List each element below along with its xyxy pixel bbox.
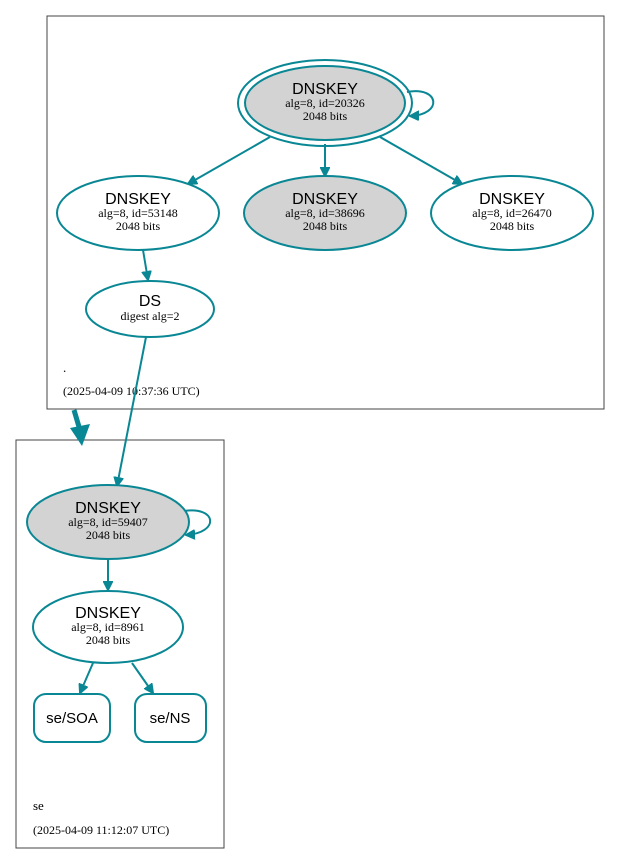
- edge-53148-to-ds: [143, 249, 148, 280]
- node-bits: 2048 bits: [303, 219, 348, 233]
- self-loop-root-ksk: [406, 90, 435, 116]
- dnskey-node-26470: DNSKEY alg=8, id=26470 2048 bits: [430, 175, 594, 251]
- rrset-label: se/NS: [150, 710, 191, 727]
- node-title: DS: [139, 293, 161, 310]
- node-bits: 2048 bits: [303, 109, 348, 123]
- delegation-arrowhead: [70, 424, 90, 446]
- node-title: DNSKEY: [292, 81, 358, 98]
- node-detail: alg=8, id=38696: [285, 206, 365, 220]
- node-detail: alg=8, id=26470: [472, 206, 552, 220]
- node-title: DNSKEY: [479, 191, 545, 208]
- dnskey-node-root-ksk: DNSKEY alg=8, id=20326 2048 bits: [237, 59, 413, 147]
- rrset-node-se-ns: se/NS: [134, 693, 207, 743]
- dnskey-node-se-ksk: DNSKEY alg=8, id=59407 2048 bits: [26, 484, 190, 560]
- edge-ksk-to-53148: [188, 136, 271, 184]
- node-title: DNSKEY: [75, 605, 141, 622]
- dnskey-node-38696: DNSKEY alg=8, id=38696 2048 bits: [243, 175, 407, 251]
- node-detail: alg=8, id=53148: [98, 206, 178, 220]
- node-bits: 2048 bits: [490, 219, 535, 233]
- zone-se-label: se: [33, 798, 44, 813]
- node-detail: alg=8, id=59407: [68, 515, 148, 529]
- zone-root-label: .: [63, 360, 66, 375]
- zone-se-timestamp: (2025-04-09 11:12:07 UTC): [33, 823, 169, 837]
- dnskey-node-53148: DNSKEY alg=8, id=53148 2048 bits: [56, 175, 220, 251]
- self-loop-se-ksk: [183, 509, 212, 535]
- node-title: DNSKEY: [292, 191, 358, 208]
- zone-root-box: [46, 15, 605, 410]
- dnskey-node-se-zsk: DNSKEY alg=8, id=8961 2048 bits: [32, 590, 184, 664]
- node-detail: digest alg=2: [120, 309, 179, 323]
- node-bits: 2048 bits: [116, 219, 161, 233]
- edge-ksk-to-26470: [379, 136, 462, 184]
- node-bits: 2048 bits: [86, 528, 131, 542]
- node-detail: alg=8, id=8961: [71, 620, 145, 634]
- ds-node: DS digest alg=2: [85, 280, 215, 338]
- zone-root-timestamp: (2025-04-09 10:37:36 UTC): [63, 384, 200, 398]
- node-title: DNSKEY: [105, 191, 171, 208]
- edge-ds-to-se-ksk: [117, 336, 147, 486]
- rrset-label: se/SOA: [46, 710, 98, 727]
- node-bits: 2048 bits: [86, 633, 131, 647]
- node-title: DNSKEY: [75, 500, 141, 517]
- zone-se-box: [15, 439, 225, 849]
- rrset-node-se-soa: se/SOA: [33, 693, 111, 743]
- edge-zsk-to-ns: [131, 662, 153, 693]
- edge-zsk-to-soa: [80, 662, 94, 693]
- node-detail: alg=8, id=20326: [285, 96, 365, 110]
